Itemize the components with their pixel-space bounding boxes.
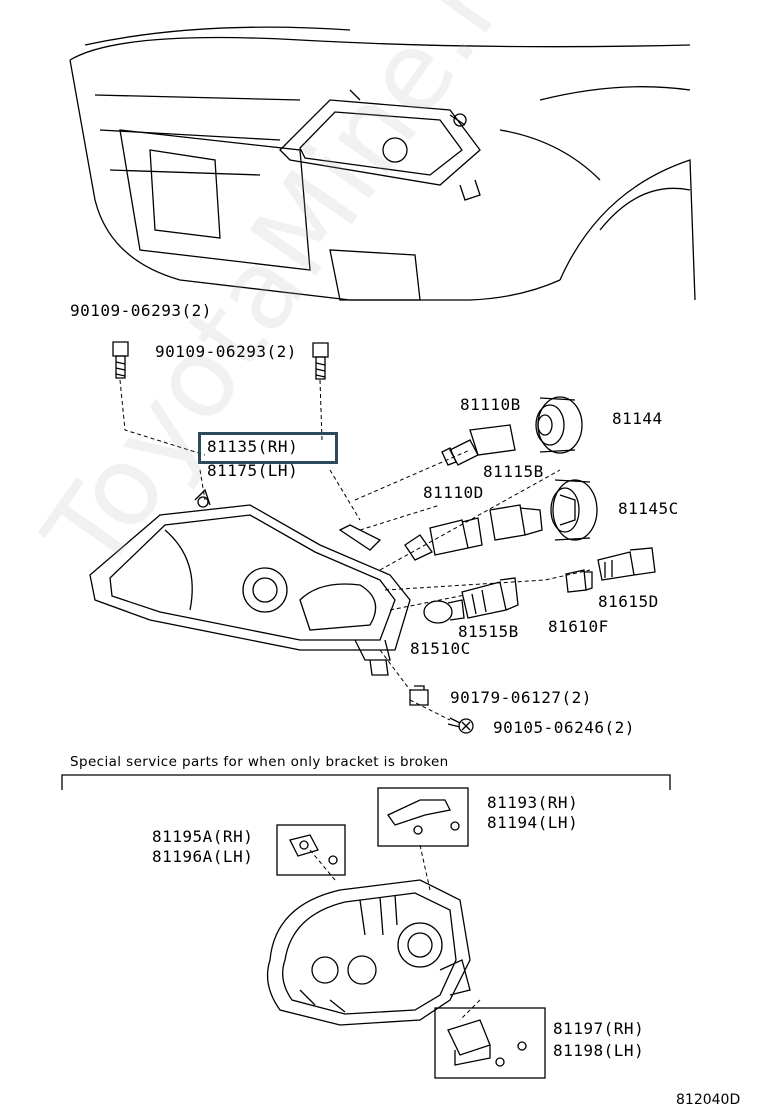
part-label-90179[interactable]: 90179-06127(2) <box>450 688 592 707</box>
bulb-81510c-icon <box>423 599 465 624</box>
bolt-icon <box>312 342 329 380</box>
part-label-90105[interactable]: 90105-06246(2) <box>493 718 635 737</box>
part-label-headlamp-rh[interactable]: 81135(RH) <box>207 437 299 456</box>
headlamp-rear-housing <box>266 879 471 1026</box>
socket-81515b-icon <box>461 577 519 619</box>
bulb-81610f-icon <box>565 569 593 593</box>
bulb-81110b-icon <box>441 424 516 466</box>
part-label-81615d[interactable]: 81615D <box>598 592 659 611</box>
service-section-frame <box>61 774 671 790</box>
part-label-81195a[interactable]: 81195A(RH) <box>152 827 254 846</box>
part-label-81197[interactable]: 81197(RH) <box>553 1019 645 1038</box>
socket-81115b-icon <box>489 504 543 541</box>
bolt-icon <box>112 341 129 379</box>
part-label-headlamp-lh[interactable]: 81175(LH) <box>207 461 299 480</box>
bracket-81195a-box <box>276 824 346 876</box>
part-label-bolt-left[interactable]: 90109-06293(2) <box>70 301 212 320</box>
part-label-81194[interactable]: 81194(LH) <box>487 813 579 832</box>
part-label-81110d[interactable]: 81110D <box>423 483 484 502</box>
part-label-81610f[interactable]: 81610F <box>548 617 609 636</box>
bracket-81197-box <box>434 1007 546 1079</box>
bracket-81193-box <box>377 787 469 847</box>
car-front-illustration <box>69 26 696 301</box>
cap-81144-icon <box>535 396 583 454</box>
part-label-81115b[interactable]: 81115B <box>483 462 544 481</box>
part-label-81515b[interactable]: 81515B <box>458 622 519 641</box>
bulb-81110d-icon <box>404 517 483 561</box>
part-label-81193[interactable]: 81193(RH) <box>487 793 579 812</box>
part-label-81144[interactable]: 81144 <box>612 409 663 428</box>
service-note: Special service parts for when only brac… <box>70 754 449 770</box>
highlight-box <box>198 432 338 464</box>
headlamp-assembly <box>89 488 411 676</box>
part-label-81110b[interactable]: 81110B <box>460 395 521 414</box>
screw-icon <box>447 717 474 734</box>
diagram-code: 812040D <box>676 1092 741 1108</box>
socket-81615d-icon <box>597 547 656 581</box>
part-label-81145c[interactable]: 81145C <box>618 499 679 518</box>
cap-81145c-icon <box>550 479 598 541</box>
part-label-bolt-right[interactable]: 90109-06293(2) <box>155 342 297 361</box>
part-label-81510c[interactable]: 81510C <box>410 639 471 658</box>
part-label-81196a[interactable]: 81196A(LH) <box>152 847 254 866</box>
part-label-81198[interactable]: 81198(LH) <box>553 1041 645 1060</box>
nut-icon <box>409 685 429 706</box>
leader-lines <box>119 379 591 1021</box>
